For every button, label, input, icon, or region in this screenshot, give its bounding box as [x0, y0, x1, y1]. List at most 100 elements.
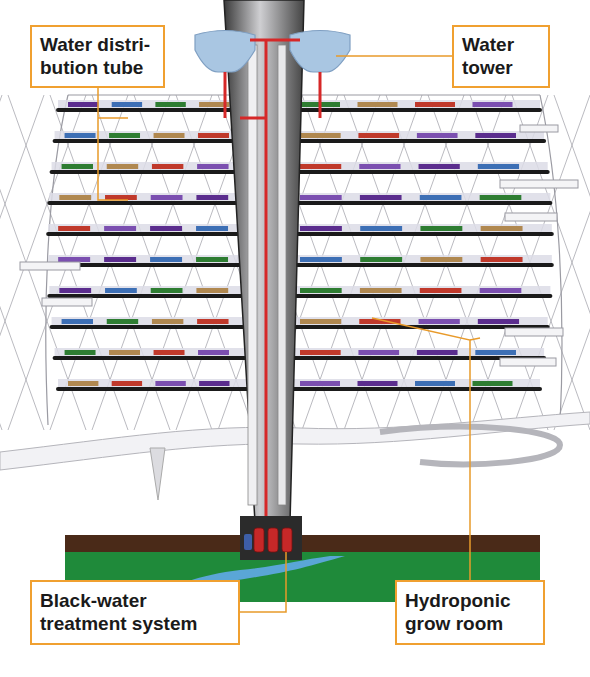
- illustration-part: [358, 381, 398, 386]
- illustration-part: [105, 288, 137, 293]
- illustration-part: [290, 170, 548, 174]
- illustration-part: [290, 263, 552, 267]
- illustration-part: [49, 286, 248, 296]
- illustration-part: [300, 288, 342, 293]
- illustration-part: [48, 224, 248, 234]
- illustration-part: [49, 193, 248, 203]
- illustration-part: [58, 387, 248, 391]
- illustration-part: [68, 381, 98, 386]
- treatment-tanks: [254, 528, 292, 552]
- illustration-part: [196, 195, 228, 200]
- illustration-part: [290, 387, 540, 391]
- illustration-part: [152, 164, 183, 169]
- illustration-part: [420, 257, 462, 262]
- illustration-part: [254, 528, 264, 552]
- illustration-part: [197, 319, 228, 324]
- illustration-part: [300, 381, 340, 386]
- illustration-part: [150, 257, 182, 262]
- callout-label: Water tower: [462, 34, 540, 80]
- illustration-part: [290, 255, 552, 265]
- illustration-part: [112, 381, 142, 386]
- illustration-part: [417, 133, 458, 138]
- illustration-part: [290, 379, 540, 389]
- illustration-part: [0, 95, 2, 430]
- illustration-part: [290, 348, 544, 358]
- illustration-part: [42, 298, 92, 306]
- illustration-part: [154, 133, 185, 138]
- illustration-part: [198, 350, 229, 355]
- illustration-part: [290, 317, 548, 327]
- bridge-ramp: [0, 412, 590, 470]
- illustration-part: [300, 133, 341, 138]
- illustration-part: [52, 325, 248, 329]
- callout-box: Hydroponic grow room: [395, 580, 545, 645]
- illustration-part: [290, 224, 552, 234]
- central-column: [224, 0, 304, 522]
- illustration-part: [300, 319, 341, 324]
- illustration-part: [55, 348, 248, 358]
- illustration-part: [52, 162, 248, 172]
- column-base: [240, 516, 302, 560]
- illustration-part: [360, 288, 402, 293]
- illustration-part: [500, 358, 556, 366]
- illustration-part: [358, 102, 398, 107]
- illustration-part: [48, 232, 248, 236]
- illustration-part: [62, 164, 93, 169]
- illustration-part: [49, 201, 248, 205]
- illustration-part: [58, 379, 248, 389]
- illustration-part: [49, 294, 248, 298]
- illustration-part: [360, 257, 402, 262]
- illustration-part: [300, 195, 342, 200]
- illustration-part: [360, 226, 402, 231]
- illustration-part: [104, 257, 136, 262]
- illustration-part: [290, 131, 544, 141]
- illustration-part: [199, 381, 229, 386]
- illustration-part: [98, 117, 128, 119]
- illustration-part: [505, 328, 563, 336]
- illustration-part: [290, 162, 548, 172]
- illustration-part: [475, 350, 516, 355]
- illustration-part: [109, 133, 140, 138]
- illustration-part: [98, 88, 128, 200]
- illustration-part: [372, 318, 470, 580]
- illustration-part: [154, 350, 185, 355]
- illustration-part: [107, 164, 138, 169]
- callout-box: Water distri- bution tube: [30, 25, 165, 88]
- illustration-part: [480, 288, 522, 293]
- illustration-part: [300, 226, 342, 231]
- illustration-part: [59, 288, 91, 293]
- water-tank: [290, 31, 350, 73]
- illustration-part: [55, 356, 248, 360]
- illustration-part: [197, 164, 228, 169]
- callout-box: Black-water treatment system: [30, 580, 240, 645]
- illustration-part: [155, 381, 185, 386]
- illustration-part: [59, 195, 91, 200]
- illustration-part: [336, 55, 452, 57]
- illustration-part: [300, 350, 341, 355]
- illustration-part: [319, 72, 322, 118]
- illustration-part: [198, 133, 229, 138]
- illustration-part: [52, 317, 248, 327]
- illustration-part: [290, 108, 540, 112]
- water-pipe: [225, 40, 320, 530]
- illustration-part: [58, 226, 90, 231]
- illustration-part: [196, 226, 228, 231]
- illustration-part: [0, 95, 2, 430]
- callout-box: Water tower: [452, 25, 550, 88]
- illustration-part: [481, 226, 523, 231]
- illustration-part: [473, 102, 513, 107]
- illustration-part: [419, 164, 460, 169]
- illustration-part: [268, 528, 278, 552]
- illustration-part: [240, 552, 286, 612]
- illustration-part: [107, 319, 138, 324]
- illustration-part: [419, 319, 460, 324]
- illustration-part: [358, 350, 399, 355]
- illustration-part: [224, 72, 227, 118]
- illustration-part: [470, 338, 480, 340]
- illustration-part: [240, 117, 266, 120]
- illustration-part: [152, 319, 183, 324]
- lattice-outline: [46, 95, 562, 425]
- illustration-part: [68, 102, 98, 107]
- illustration-part: [420, 288, 462, 293]
- illustration-part: [417, 350, 458, 355]
